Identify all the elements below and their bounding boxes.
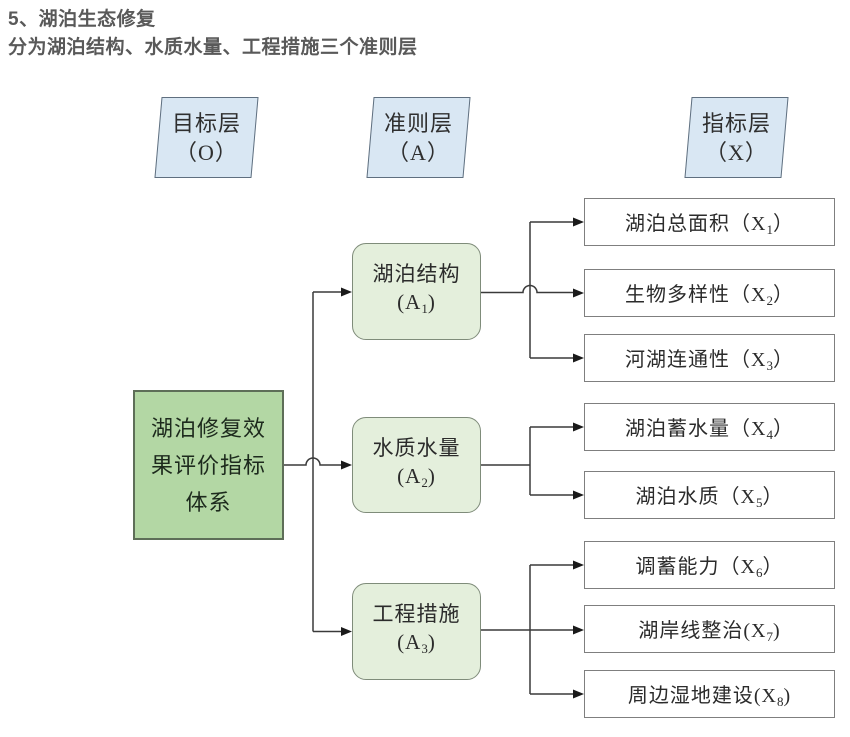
arrow-a3 <box>341 627 352 636</box>
indicator-label: 湖泊总面积（X1） <box>625 212 794 237</box>
indicator-box-x3: 河湖连通性（X3） <box>584 334 835 382</box>
layer-header-indicator: 指标层 （X） <box>684 97 789 178</box>
indicator-box-x1: 湖泊总面积（X1） <box>584 198 835 246</box>
criterion-name: 工程措施 <box>372 602 461 626</box>
indicator-box-x8: 周边湿地建设(X8) <box>584 670 835 718</box>
indicator-label: 调蓄能力（X6） <box>635 555 784 580</box>
indicator-box-x4: 湖泊蓄水量（X4） <box>584 403 835 451</box>
criterion-code: (A3) <box>397 630 436 656</box>
page-title: 5、湖泊生态修复 <box>8 9 156 30</box>
indicator-label: 湖泊水质（X5） <box>635 485 784 510</box>
criterion-box-a1: 湖泊结构 (A1) <box>352 243 481 340</box>
page-subtitle: 分为湖泊结构、水质水量、工程措施三个准则层 <box>8 37 418 58</box>
goal-label: 湖泊修复效果评价指标体系 <box>150 415 266 515</box>
layer-header-criterion: 准则层 （A） <box>366 97 471 178</box>
criterion-code: (A2) <box>397 463 436 490</box>
criterion-code: (A1) <box>397 290 436 316</box>
indicator-box-x7: 湖岸线整治(X7) <box>584 605 835 653</box>
arrow-x3 <box>573 353 584 363</box>
arrow-x4 <box>573 422 584 432</box>
criterion-box-a2: 水质水量 (A2) <box>352 417 481 513</box>
arrow-x7 <box>573 625 584 635</box>
goal-box: 湖泊修复效果评价指标体系 <box>133 390 284 540</box>
arrow-x1 <box>573 217 584 227</box>
arrow-x6 <box>573 560 584 570</box>
arrow-x2 <box>573 288 584 298</box>
indicator-label: 河湖连通性（X3） <box>625 348 794 373</box>
feed-a1-x2-with-hop <box>481 284 573 294</box>
feed-goal-a2-with-hop <box>284 457 341 466</box>
arrow-x8 <box>573 689 584 699</box>
layer-header-label: 指标层 （X） <box>701 110 771 165</box>
criterion-box-a3: 工程措施 (A3) <box>352 583 481 680</box>
indicator-box-x2: 生物多样性（X2） <box>584 269 835 317</box>
indicator-label: 湖泊蓄水量（X4） <box>625 417 794 442</box>
criterion-name: 水质水量 <box>372 435 461 460</box>
indicator-label: 生物多样性（X2） <box>625 283 794 308</box>
arrow-x5 <box>573 490 584 500</box>
layer-header-goal: 目标层 （O） <box>154 97 259 178</box>
layer-header-label: 目标层 （O） <box>171 110 241 165</box>
arrow-a2 <box>341 460 352 470</box>
layer-header-label: 准则层 （A） <box>383 110 453 165</box>
indicator-box-x6: 调蓄能力（X6） <box>584 541 835 589</box>
indicator-box-x5: 湖泊水质（X5） <box>584 471 835 519</box>
criterion-name: 湖泊结构 <box>372 262 461 286</box>
indicator-label: 周边湿地建设(X8) <box>627 684 792 709</box>
arrow-a1 <box>341 287 352 297</box>
indicator-label: 湖岸线整治(X7) <box>638 619 781 644</box>
